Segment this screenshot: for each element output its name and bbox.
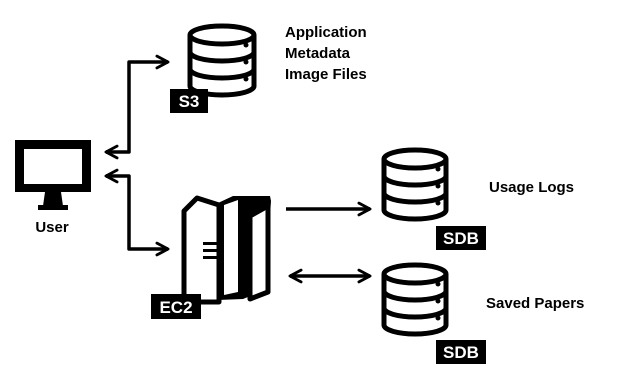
sdb-saved-papers-badge [436,340,486,364]
s3-badge-label: S3 [179,92,200,111]
sdb-usage-logs-node: SDB Usage Logs [381,147,574,250]
saved-papers-label: Saved Papers [486,295,584,312]
database-icon [381,147,449,222]
database-icon [187,23,257,98]
sdb-saved-papers-badge-label: SDB [443,343,479,362]
user-label: User [35,219,69,236]
s3-content-image-files: Image Files [285,66,367,83]
server-icon [181,195,271,305]
monitor-icon [15,140,91,210]
s3-content-application: Application [285,24,367,41]
s3-content-metadata: Metadata [285,45,351,62]
connectors [104,54,372,284]
sdb-usage-logs-badge [436,226,486,250]
database-icon [381,262,449,337]
user-ec2-arrow [104,168,170,257]
ec2-badge [151,294,201,319]
user-node: User [15,140,91,236]
usage-logs-label: Usage Logs [489,179,574,196]
sdb-usage-logs-badge-label: SDB [443,229,479,248]
ec2-node: EC2 [151,195,271,319]
sdb-saved-papers-node: SDB Saved Papers [381,262,584,364]
user-s3-arrow [104,54,170,160]
ec2-badge-label: EC2 [159,298,192,317]
s3-badge [170,89,208,113]
s3-node: S3 Application Metadata Image Files [170,23,367,113]
